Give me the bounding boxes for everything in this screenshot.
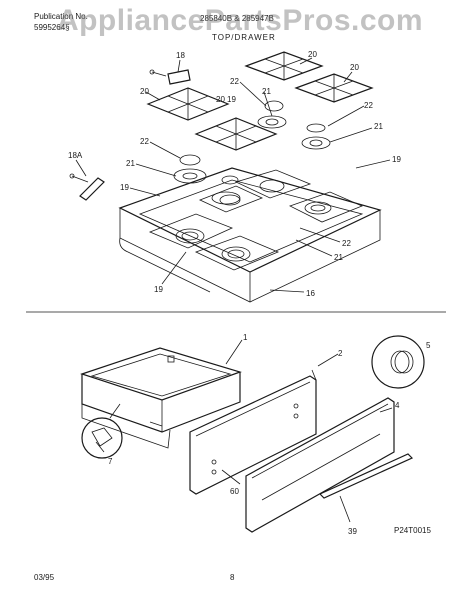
callout-7: 7 [108,457,113,466]
bracket-18a [69,173,105,201]
diagram-code: P24T0015 [394,526,431,535]
callout-19: 19 [227,95,236,104]
callout-4: 4 [395,401,400,410]
drawer-front-panel [189,375,317,495]
leader-lines-drawer [221,339,393,523]
section-title: TOP/DRAWER [212,33,276,42]
callout-5: 5 [426,341,431,350]
drawer-body [80,347,242,401]
cooktop-front-lip [119,237,211,293]
callout-18a: 18A [68,151,83,160]
callout-20: 20 [140,87,149,96]
callout-22: 22 [364,101,373,110]
model-numbers: 285840B & 285947B [200,14,274,23]
burner-heads [173,100,331,205]
watermark: AppliancePartsPros.com [56,4,424,37]
callout-21: 21 [126,159,135,168]
callout-2: 2 [338,349,343,358]
publication-number: 5995264§ [34,23,70,32]
callout-22: 22 [140,137,149,146]
drawer-callout-labels: 1 2 5 4 7 60 39 [108,333,431,536]
leader-lines-top [75,57,391,293]
detail-circle-7 [81,417,123,459]
detail-circle-5 [371,335,425,389]
publication-label: Publication No. [34,12,88,21]
callout-19: 19 [392,155,401,164]
burner-wells [148,169,364,271]
callout-22: 22 [230,77,239,86]
drawer-front-outer [245,397,395,533]
callout-60: 60 [230,487,239,496]
callout-16: 16 [306,289,315,298]
drawer-handle-trim [318,453,414,499]
burner-grates [146,51,374,151]
top-callout-labels: 18 20 20 22 20 20 19 21 22 21 22 21 19 1… [68,50,401,298]
callout-20: 20 [308,50,317,59]
callout-21: 21 [334,253,343,262]
callout-22: 22 [342,239,351,248]
callout-21: 21 [262,87,271,96]
footer-date: 03/95 [34,573,55,582]
callout-39: 39 [348,527,357,536]
drawer-assembly: 1 2 5 4 7 60 39 [80,333,431,536]
footer-page: 8 [230,573,235,582]
callout-21: 21 [374,122,383,131]
callout-20: 20 [350,63,359,72]
callout-19: 19 [154,285,163,294]
callout-20: 20 [216,95,225,104]
cooktop-assembly: 18 20 20 22 20 20 19 21 22 21 22 21 19 1… [68,50,401,303]
bracket-18 [149,69,191,85]
callout-1: 1 [243,333,248,342]
callout-19: 19 [120,183,129,192]
callout-18: 18 [176,51,185,60]
